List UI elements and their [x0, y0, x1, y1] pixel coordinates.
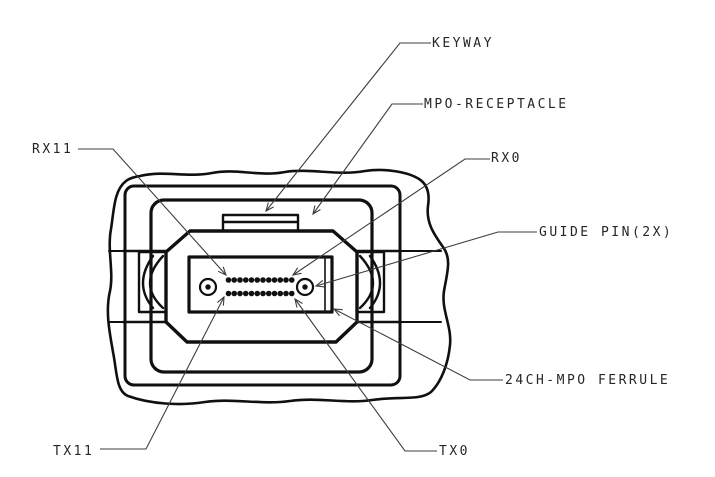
leader-tx11	[100, 295, 225, 450]
panel-break-outline	[106, 168, 452, 406]
leader-tx0	[294, 297, 437, 452]
label-ferrule: 24CH-MPO FERRULE	[505, 373, 671, 388]
leader-lines	[78, 42, 537, 452]
receptacle-inner-housing	[149, 198, 374, 374]
keyway-tab	[221, 213, 300, 233]
label-mpo-receptacle: MPO-RECEPTACLE	[424, 97, 569, 112]
guide-pin-left	[198, 277, 218, 297]
guide-pin-right	[295, 277, 315, 297]
adapter-opening	[164, 229, 359, 344]
label-guide-pin: GUIDE PIN(2X)	[539, 225, 674, 240]
leader-keyway	[265, 42, 431, 213]
label-keyway: KEYWAY	[432, 36, 494, 51]
leader-rx11	[78, 148, 227, 277]
label-tx0: TX0	[439, 444, 470, 459]
spring-clip-left	[137, 250, 168, 314]
leader-mpo-receptacle	[312, 103, 423, 216]
spring-clip-right	[355, 250, 386, 314]
label-rx0: RX0	[491, 151, 522, 166]
mpo-ferrule	[187, 255, 334, 314]
label-rx11: RX11	[32, 142, 74, 157]
receptacle-outer-flange	[123, 184, 402, 387]
leader-guide-pin	[314, 231, 537, 288]
label-tx11: TX11	[53, 444, 95, 459]
leader-ferrule	[332, 308, 503, 381]
leader-rx0	[291, 158, 490, 276]
fiber-channel-dots	[225, 277, 295, 297]
